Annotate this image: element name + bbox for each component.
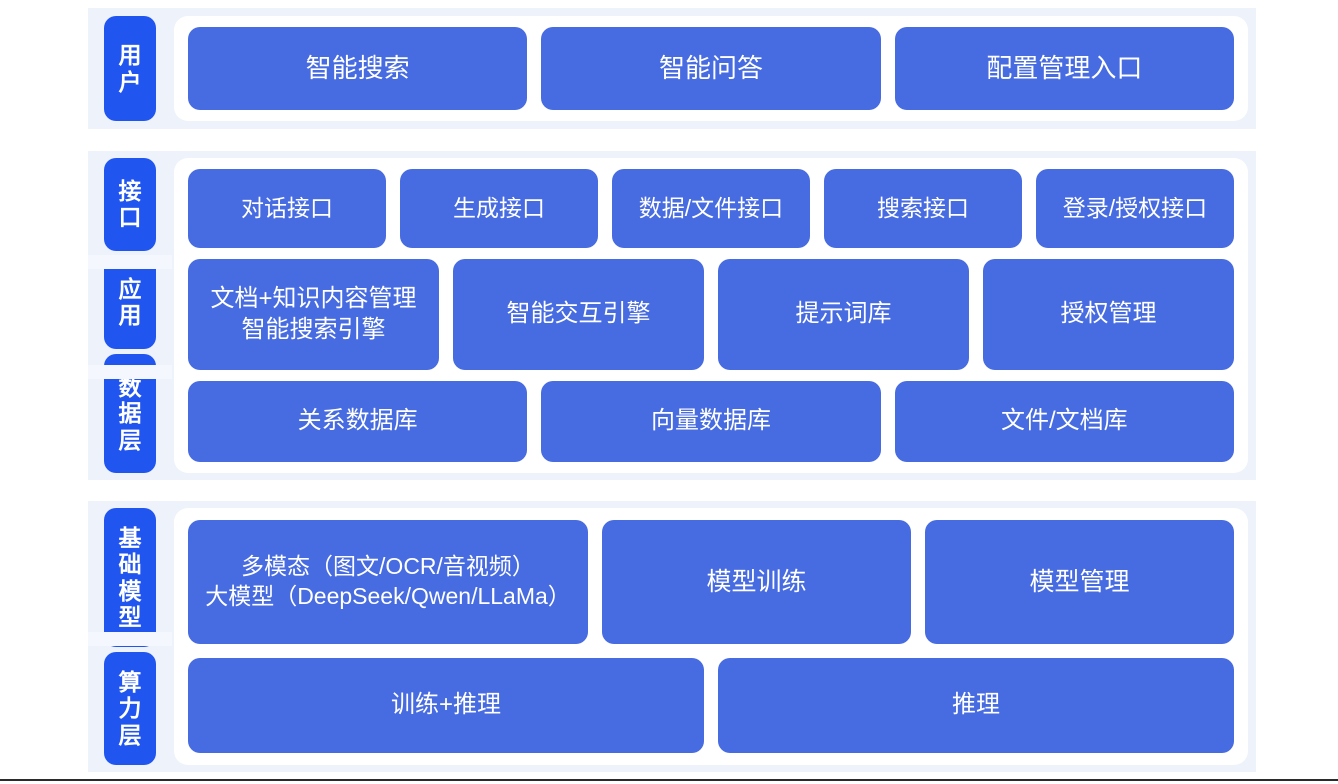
layer-tag-interface-char-1: 接 [118,178,142,205]
band-base-panel: 多模态（图文/OCR/音视频） 大模型（DeepSeek/Qwen/LLaMa）… [174,508,1248,765]
layer-tag-foundation-model-char-3: 模 [118,577,142,604]
box-label: 配置管理入口 [986,52,1143,83]
box-training-plus-inference[interactable]: 训练+推理 [188,658,704,753]
tag-gap-stripe [88,632,172,646]
row-interface: 对话接口 生成接口 数据/文件接口 搜索接口 登录/授权接口 [188,169,1234,249]
box-label-line-1: 文档+知识内容管理 [210,285,417,313]
box-search-api[interactable]: 搜索接口 [824,169,1022,249]
box-label: 文件/文档库 [1000,407,1128,435]
box-data-file-api[interactable]: 数据/文件接口 [612,169,810,249]
row-user-entries: 智能搜索 智能问答 配置管理入口 [188,27,1234,110]
box-label: 关系数据库 [297,407,418,435]
box-doc-knowledge-management[interactable]: 文档+知识内容管理 智能搜索引擎 [188,259,439,371]
box-label-line-2: 大模型（DeepSeek/Qwen/LLaMa） [205,583,571,610]
box-intelligent-qa[interactable]: 智能问答 [541,27,881,110]
box-multimodal-llm[interactable]: 多模态（图文/OCR/音视频） 大模型（DeepSeek/Qwen/LLaMa） [188,520,588,645]
tag-gap-stripe [88,365,172,379]
layer-tag-interface-char-2: 口 [118,204,142,231]
box-label: 推理 [952,691,1000,719]
box-label: 智能交互引擎 [506,300,651,328]
page-bottom-rule [0,779,1338,781]
box-generation-api[interactable]: 生成接口 [400,169,598,249]
row-foundation-model: 多模态（图文/OCR/音视频） 大模型（DeepSeek/Qwen/LLaMa）… [188,520,1234,645]
layer-tag-user-char-1: 用 [118,42,142,69]
band-base-tag-column: 基 础 模 型 算 力 层 [88,501,172,772]
band-user: 用 户 智能搜索 智能问答 配置管理入口 [88,8,1256,129]
box-label: 生成接口 [453,194,545,221]
box-relational-database[interactable]: 关系数据库 [188,381,528,462]
box-config-management-entry[interactable]: 配置管理入口 [894,27,1234,110]
box-dialog-api[interactable]: 对话接口 [188,169,386,249]
layer-tag-compute-char-2: 力 [118,695,142,722]
box-label: 向量数据库 [650,407,771,435]
box-label: 数据/文件接口 [638,194,784,221]
layer-tag-user-char-2: 户 [118,68,142,95]
layer-tag-foundation-model-char-1: 基 [118,525,142,552]
box-label: 模型训练 [706,568,807,597]
box-prompt-library[interactable]: 提示词库 [718,259,969,371]
box-authorization-management[interactable]: 授权管理 [983,259,1234,371]
band-user-panel: 智能搜索 智能问答 配置管理入口 [174,16,1248,121]
row-application: 文档+知识内容管理 智能搜索引擎 智能交互引擎 提示词库 授权管理 [188,259,1234,371]
band-user-tag-column: 用 户 [88,8,172,129]
box-label: 智能搜索 [305,52,410,83]
tag-gap-stripe [88,255,172,269]
layer-tag-data-char-2: 据 [118,400,142,427]
layer-tag-compute-char-1: 算 [118,669,142,696]
layer-tag-data-char-3: 层 [118,426,142,453]
box-label: 授权管理 [1060,300,1157,328]
box-label: 训练+推理 [390,691,501,719]
box-intelligent-search[interactable]: 智能搜索 [188,27,528,110]
band-middle-panel: 对话接口 生成接口 数据/文件接口 搜索接口 登录/授权接口 文档+知识内容管理 [174,158,1248,473]
box-interaction-engine[interactable]: 智能交互引擎 [453,259,704,371]
box-label-line-2: 智能搜索引擎 [241,315,386,343]
box-vector-database[interactable]: 向量数据库 [541,381,881,462]
layer-tag-application-char-2: 用 [118,302,142,329]
box-model-training[interactable]: 模型训练 [602,520,911,645]
box-label: 登录/授权接口 [1062,194,1208,221]
box-login-auth-api[interactable]: 登录/授权接口 [1036,169,1234,249]
layer-tag-foundation-model-char-4: 型 [118,603,142,630]
box-label: 提示词库 [795,300,892,328]
layer-tag-data-char-1: 数 [118,374,142,401]
layer-tag-user: 用 户 [104,16,156,121]
layer-tag-application: 应 用 [104,255,156,349]
layer-tag-interface: 接 口 [104,158,156,251]
band-base: 基 础 模 型 算 力 层 多模态（图文/OCR/音视频） 大模型（DeepSe… [88,501,1256,772]
box-inference[interactable]: 推理 [718,658,1234,753]
box-label-line-1: 多模态（图文/OCR/音视频） [241,553,535,580]
box-label: 智能问答 [658,52,763,83]
box-file-document-store[interactable]: 文件/文档库 [894,381,1234,462]
layer-tag-foundation-model-char-2: 础 [118,551,142,578]
band-middle-tag-column: 接 口 应 用 数 据 层 [88,151,172,480]
layer-tag-compute: 算 力 层 [104,652,156,765]
layer-tag-foundation-model: 基 础 模 型 [104,508,156,648]
box-model-management[interactable]: 模型管理 [925,520,1234,645]
row-data: 关系数据库 向量数据库 文件/文档库 [188,381,1234,462]
band-middle: 接 口 应 用 数 据 层 对话接口 生成接口 [88,151,1256,480]
layer-tag-compute-char-3: 层 [118,721,142,748]
box-label: 对话接口 [241,194,333,221]
row-compute: 训练+推理 推理 [188,658,1234,753]
layer-tag-application-char-1: 应 [118,276,142,303]
box-label: 模型管理 [1029,568,1130,597]
box-label: 搜索接口 [877,194,969,221]
